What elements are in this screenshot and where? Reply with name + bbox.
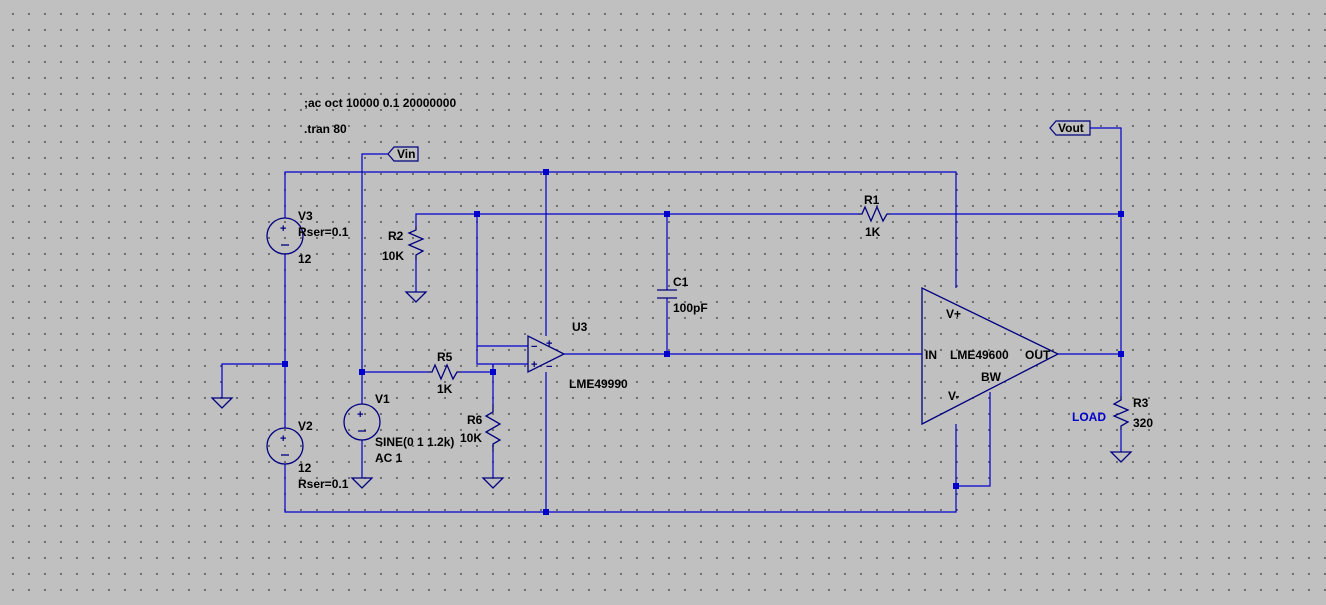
- voltage-source-body[interactable]: [266, 217, 304, 255]
- junction: [359, 369, 365, 375]
- r2-name: R2: [388, 229, 404, 243]
- u3-model: LME49990: [569, 377, 628, 391]
- junction: [664, 351, 670, 357]
- opamp-vplus-mark: +: [546, 338, 552, 350]
- junction: [664, 211, 670, 217]
- wire-supply-ground[interactable]: [221, 363, 285, 398]
- r6-value: 10K: [460, 431, 482, 445]
- grounds: [210, 291, 1133, 489]
- v1-value: SINE(0 1 1.2k): [375, 435, 454, 449]
- opamp-triangle[interactable]: [527, 334, 566, 374]
- resistor-r5[interactable]: [428, 363, 462, 381]
- wire-feedback-top[interactable]: [415, 213, 858, 226]
- v2-param: Rser=0.1: [298, 477, 349, 491]
- resistor-r6[interactable]: [484, 404, 502, 452]
- buffer-model: LME49600: [950, 348, 1009, 362]
- junction: [490, 369, 496, 375]
- v2-value: 12: [298, 461, 312, 475]
- wires: [221, 127, 1122, 513]
- resistor-r1[interactable]: [858, 205, 890, 223]
- buffer-pin-in: IN: [925, 348, 937, 362]
- component-labels: V3 Rser=0.1 12 V2 12 Rser=0.1 V1 SINE(0 …: [298, 193, 1153, 491]
- junctions: [282, 169, 1124, 515]
- junction: [953, 483, 959, 489]
- wire-vout[interactable]: [1090, 127, 1122, 396]
- buffer-triangle[interactable]: [921, 286, 1060, 426]
- r6-name: R6: [467, 413, 483, 427]
- wire-negative-rail[interactable]: [284, 424, 957, 513]
- v3-value: 12: [298, 252, 312, 266]
- buffer-pin-vminus: V-: [948, 389, 959, 403]
- opamp-plus-pin: +: [531, 359, 537, 371]
- resistor-r3[interactable]: [1112, 396, 1130, 430]
- junction: [543, 169, 549, 175]
- ground-symbol-r6[interactable]: [481, 477, 505, 489]
- r1-name: R1: [864, 193, 880, 207]
- r2-value: 10K: [382, 249, 404, 263]
- ground-symbol-v1[interactable]: [350, 477, 374, 489]
- buffer-pin-vplus: V+: [946, 307, 961, 321]
- opamp-vminus-mark: −: [546, 361, 552, 373]
- opamp-u3[interactable]: − + + −: [527, 334, 566, 374]
- net-flag-shape: [387, 146, 419, 162]
- junction: [1118, 211, 1124, 217]
- wire-vin[interactable]: [361, 153, 388, 404]
- r3-name: R3: [1133, 396, 1149, 410]
- spice-directive-ac[interactable]: ;ac oct 10000 0.1 20000000: [304, 96, 456, 110]
- wire-r5-right[interactable]: [462, 371, 494, 404]
- u3-name: U3: [572, 320, 588, 334]
- source-v3[interactable]: +: [266, 217, 304, 255]
- v3-param: Rser=0.1: [298, 225, 349, 239]
- net-label-vout: Vout: [1058, 121, 1084, 135]
- r1-value: 1K: [865, 225, 881, 239]
- source-v2[interactable]: +: [266, 427, 304, 465]
- buffer-pin-out: OUT: [1025, 348, 1051, 362]
- junction: [474, 211, 480, 217]
- voltage-source-body[interactable]: [343, 403, 381, 441]
- wire-bw-loop[interactable]: [956, 392, 991, 487]
- junction: [1118, 351, 1124, 357]
- wire-positive-rail[interactable]: [284, 171, 957, 288]
- c1-value: 100pF: [673, 301, 708, 315]
- v1-name: V1: [375, 392, 390, 406]
- junction: [543, 509, 549, 515]
- plus-sign: +: [357, 409, 363, 421]
- r3-value: 320: [1133, 416, 1153, 430]
- net-flag-vin[interactable]: Vin: [387, 146, 419, 162]
- net-flag-vout[interactable]: Vout: [1049, 120, 1091, 136]
- buffer-pin-bw: BW: [981, 370, 1002, 384]
- plus-sign: +: [280, 223, 286, 235]
- net-label-vin: Vin: [397, 147, 415, 161]
- source-v1[interactable]: +: [343, 403, 381, 441]
- spice-directive-tran[interactable]: .tran 80: [304, 122, 347, 136]
- capacitor-c1[interactable]: [657, 289, 677, 299]
- wire-u3-inv-feedback[interactable]: [476, 214, 493, 365]
- r5-value: 1K: [437, 382, 453, 396]
- opamp-minus-pin: −: [531, 341, 537, 353]
- v1-param: AC 1: [375, 451, 403, 465]
- junction: [282, 361, 288, 367]
- ground-symbol-supply[interactable]: [210, 397, 234, 409]
- c1-name: C1: [673, 275, 689, 289]
- net-label-load[interactable]: LOAD: [1072, 410, 1106, 424]
- v3-name: V3: [298, 209, 313, 223]
- resistor-r2[interactable]: [407, 226, 425, 260]
- plus-sign: +: [280, 433, 286, 445]
- ground-symbol-r2[interactable]: [404, 291, 428, 303]
- net-flag-shape: [1049, 120, 1091, 136]
- ground-symbol-r3[interactable]: [1109, 451, 1133, 463]
- r5-name: R5: [437, 350, 453, 364]
- voltage-source-body[interactable]: [266, 427, 304, 465]
- v2-name: V2: [298, 419, 313, 433]
- buffer-lme49600[interactable]: V+ IN OUT BW V- LME49600: [921, 286, 1060, 426]
